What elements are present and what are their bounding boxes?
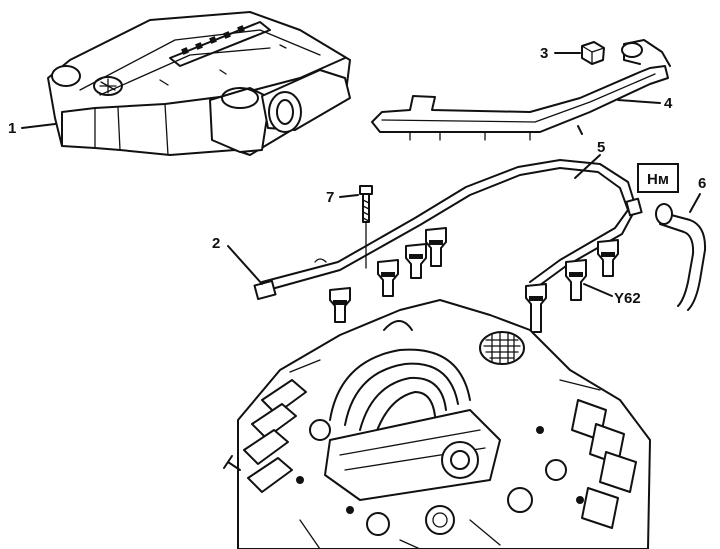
fuel-injector-4	[425, 227, 447, 267]
callout-label-7: 7	[326, 189, 334, 206]
cover-lettering	[181, 25, 245, 55]
callout-label-5: 5	[597, 139, 605, 156]
fuel-injector-3	[405, 243, 427, 279]
callout-label-1: 1	[8, 120, 16, 137]
fuel-injector-6	[565, 259, 587, 301]
fuel-injector-5	[525, 283, 547, 333]
hose-part	[655, 193, 707, 311]
leader-y62	[583, 283, 613, 297]
callout-label-4: 4	[664, 95, 673, 112]
leader-2	[227, 245, 263, 285]
engine-cover	[47, 11, 351, 156]
leader-1	[21, 123, 56, 129]
bolt-part	[339, 185, 373, 269]
torque-badge-text: Нм	[647, 171, 669, 188]
fuel-injector-7	[597, 239, 619, 277]
callout-label-2: 2	[212, 235, 220, 252]
fuel-rail	[253, 154, 643, 301]
torque-badge: Нм	[637, 163, 679, 193]
fuel-supply-line	[371, 39, 671, 141]
callout-label-6: 6	[698, 175, 706, 192]
leader-4	[617, 99, 661, 104]
fuel-injector-1	[329, 287, 351, 323]
fuel-injector-2	[377, 259, 399, 297]
filler-cap-grid	[483, 331, 521, 365]
callout-label-y62: Y62	[614, 290, 641, 307]
callout-label-3: 3	[540, 45, 548, 62]
engine-block	[223, 299, 651, 549]
nut-part	[554, 41, 605, 65]
